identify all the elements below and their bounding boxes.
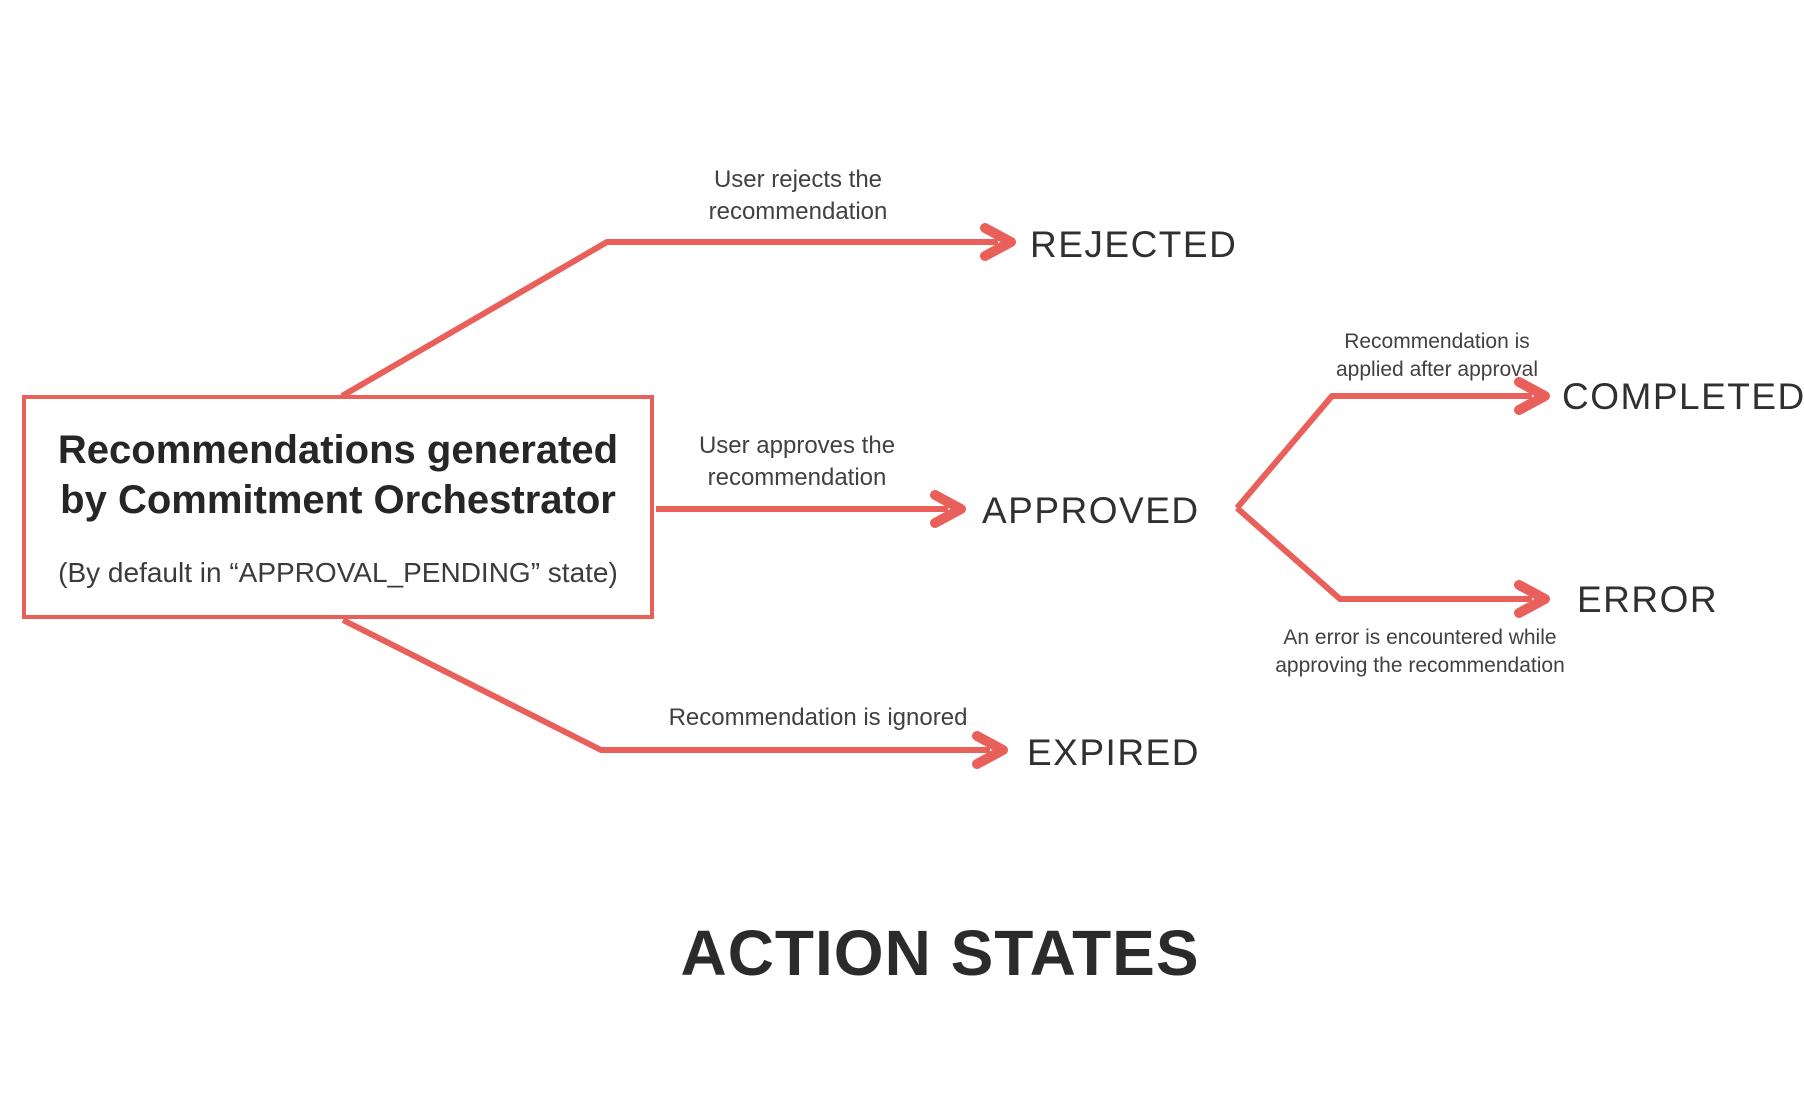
state-label-approved: APPROVED bbox=[982, 490, 1200, 531]
arrow-rejected-line bbox=[340, 239, 998, 399]
arrow-error-line bbox=[1235, 505, 1532, 602]
arrow-approved-head bbox=[930, 490, 966, 528]
edge-label-expired: Recommendation is ignored bbox=[668, 704, 968, 731]
edge-label-completed: Recommendation is applied after approval bbox=[1336, 330, 1538, 381]
arrow-expired-line bbox=[341, 617, 990, 753]
diagram-title: ACTION STATES bbox=[680, 917, 1200, 989]
edge-label-approved: User approves the recommendation bbox=[698, 432, 896, 491]
state-label-rejected: REJECTED bbox=[1030, 224, 1238, 265]
state-label-expired: EXPIRED bbox=[1027, 732, 1200, 773]
arrow-completed-line bbox=[1234, 393, 1532, 510]
arrow-expired-head bbox=[972, 731, 1008, 769]
source-box-heading: Recommendations generated by Commitment … bbox=[57, 427, 619, 522]
edge-label-rejected: User rejects the recommendation bbox=[708, 166, 888, 225]
arrow-error-head bbox=[1514, 580, 1550, 618]
state-label-completed: COMPLETED bbox=[1562, 376, 1804, 417]
state-label-error: ERROR bbox=[1577, 579, 1719, 620]
arrow-rejected-head bbox=[980, 223, 1016, 261]
source-box: Recommendations generated by Commitment … bbox=[22, 395, 654, 619]
edge-label-error: An error is encountered while approving … bbox=[1275, 626, 1565, 677]
source-box-subheading: (By default in “APPROVAL_PENDING” state) bbox=[58, 557, 618, 589]
arrow-completed-head bbox=[1514, 377, 1550, 415]
